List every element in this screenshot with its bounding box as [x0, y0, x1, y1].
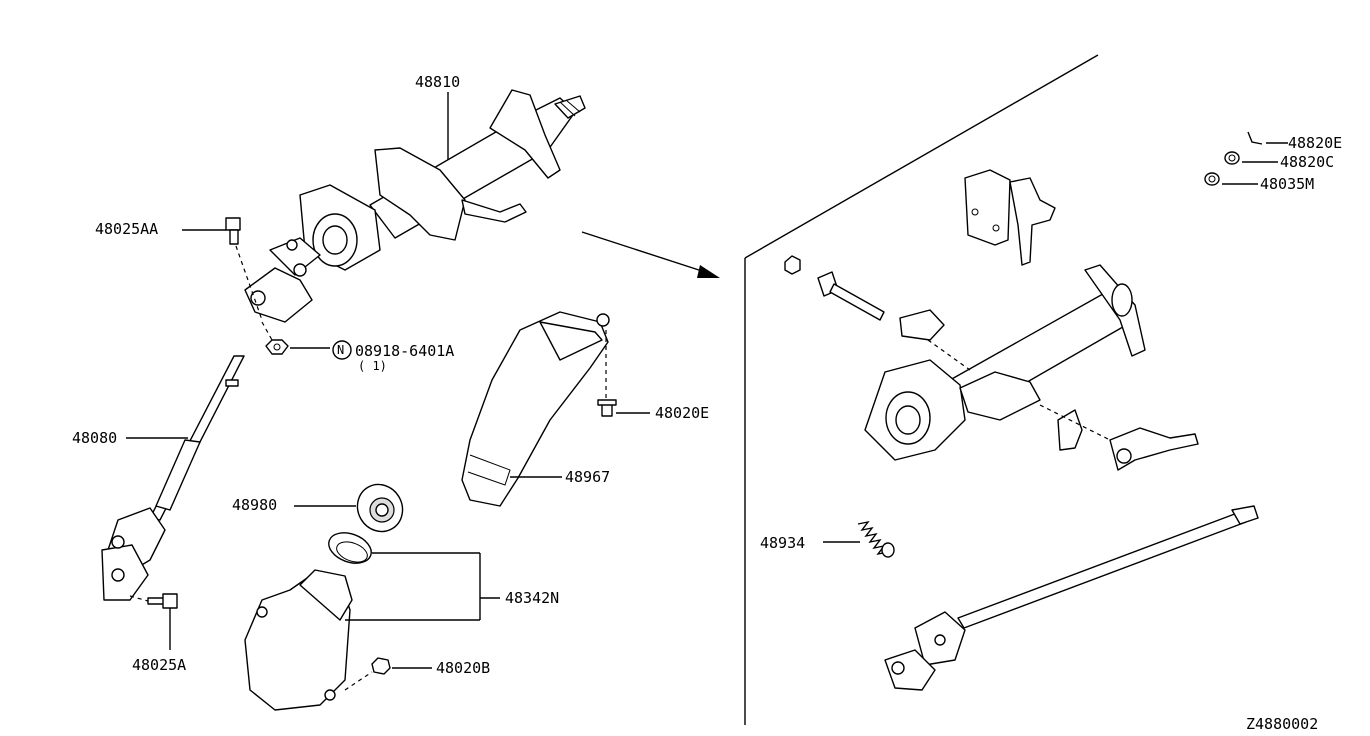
nut-08918-6401A[interactable] [265, 339, 289, 355]
hole-cover-48342N[interactable] [244, 569, 353, 711]
intermediate-shaft-exploded[interactable] [884, 505, 1259, 691]
label-08918-qty: ( 1) [358, 359, 387, 373]
nut-small[interactable] [784, 255, 801, 275]
seal-48980[interactable] [349, 476, 411, 540]
label-48934: 48934 [760, 534, 805, 552]
spring-48934[interactable] [857, 520, 895, 558]
steering-column-assembly[interactable] [244, 89, 586, 323]
label-48020E: 48020E [655, 404, 709, 422]
label-48810: 48810 [415, 73, 460, 91]
direction-arrow [581, 231, 720, 278]
upper-bracket[interactable] [964, 169, 1056, 266]
nut-48020B[interactable] [371, 657, 391, 675]
clamp-48342N[interactable] [325, 527, 376, 568]
label-08918-6401A: 08918-6401A [355, 342, 454, 360]
bolt-48025AA[interactable] [225, 217, 241, 245]
column-body[interactable] [864, 264, 1146, 461]
label-48967: 48967 [565, 468, 610, 486]
label-48980: 48980 [232, 496, 277, 514]
label-48342N: 48342N [505, 589, 559, 607]
label-48080: 48080 [72, 429, 117, 447]
label-48025A: 48025A [132, 656, 186, 674]
label-48025AA: 48025AA [95, 220, 158, 238]
lower-bracket[interactable] [1057, 409, 1199, 471]
washer-48035M[interactable] [1204, 172, 1220, 186]
intermediate-shaft-48080[interactable] [101, 355, 245, 601]
diagram-code: Z4880002 [1246, 715, 1318, 733]
exploded-view-frame [744, 54, 1099, 725]
clip-48820E[interactable] [1247, 131, 1263, 145]
washer-48820C[interactable] [1224, 151, 1240, 165]
label-n-prefix: N [337, 343, 344, 357]
label-48020B: 48020B [436, 659, 490, 677]
screw-48020E[interactable] [597, 399, 617, 417]
column-cover-48967[interactable] [461, 311, 610, 507]
long-bolt[interactable] [817, 271, 885, 321]
label-48820C: 48820C [1280, 153, 1334, 171]
bolt-48025A[interactable] [147, 593, 178, 609]
n-prefix-circle [332, 340, 352, 360]
label-48820E: 48820E [1288, 134, 1342, 152]
label-48035M: 48035M [1260, 175, 1314, 193]
